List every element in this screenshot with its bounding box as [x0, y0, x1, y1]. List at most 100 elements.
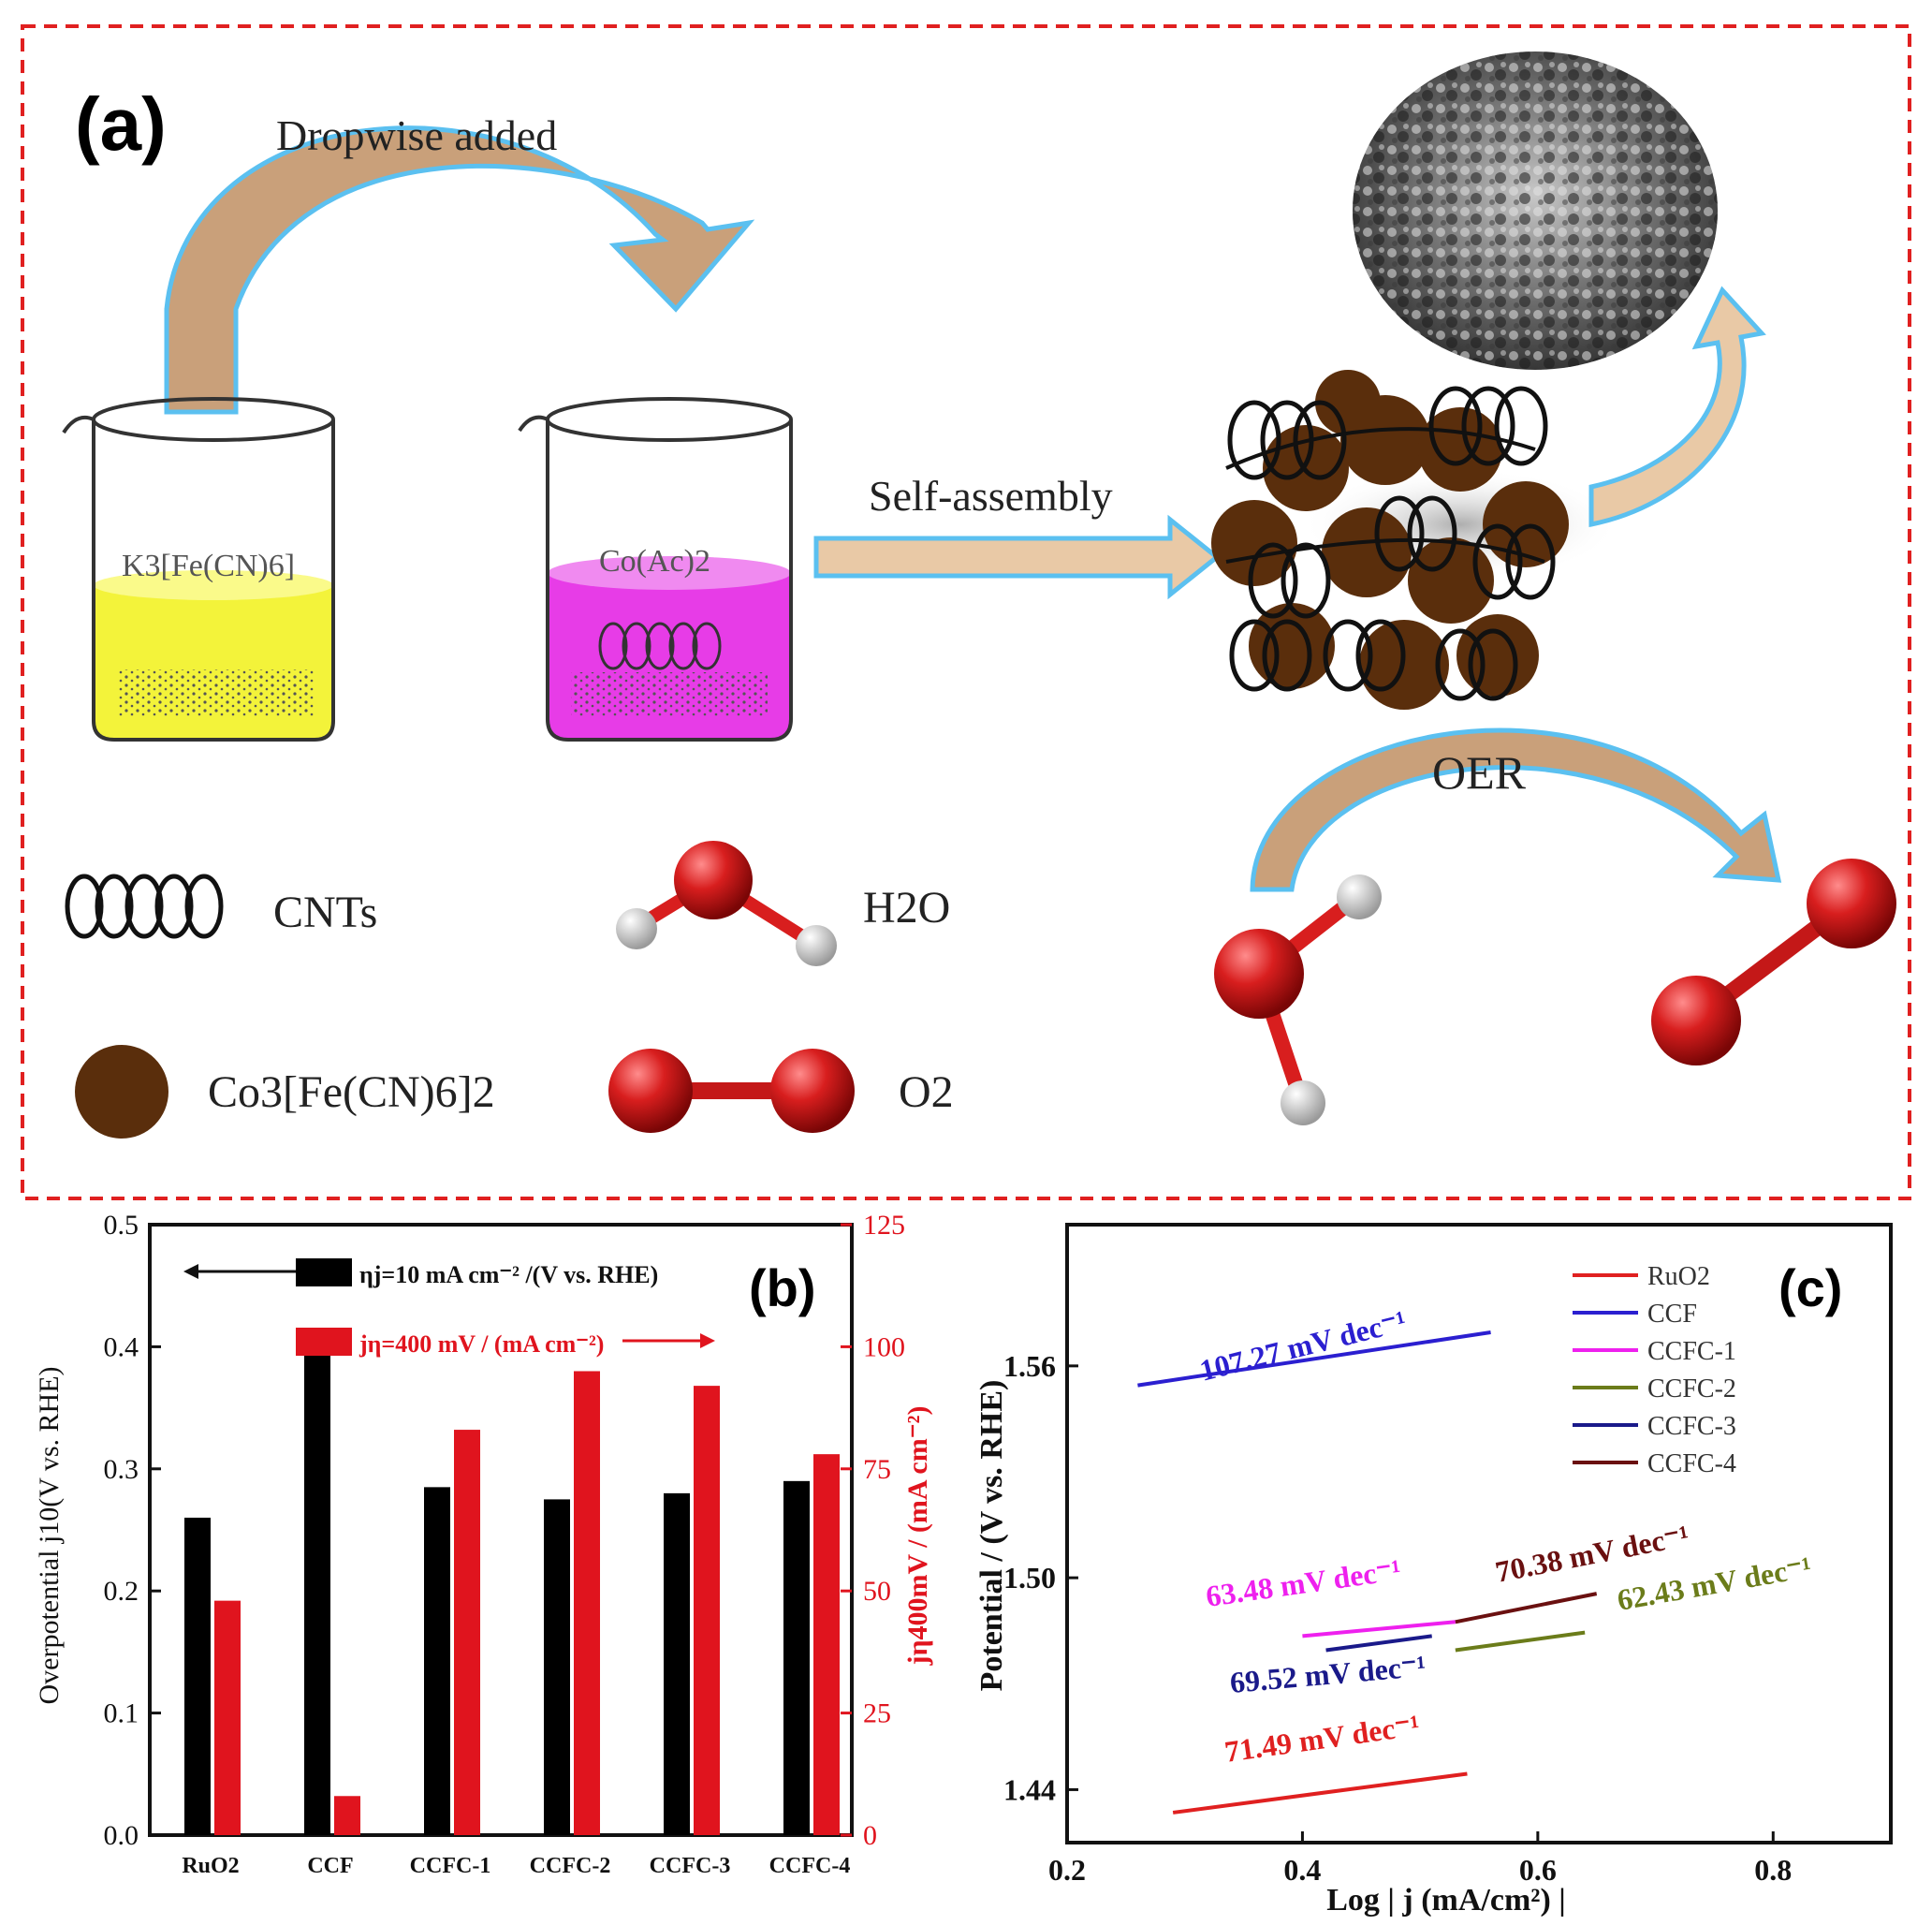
bar-black-0: [184, 1517, 211, 1835]
oer-arrow: [1250, 727, 1782, 892]
c-legend-label-5: CCFC-4: [1647, 1449, 1736, 1478]
x-tick-label-1: CCF: [307, 1854, 353, 1878]
x-tick-label-0: RuO2: [182, 1854, 239, 1878]
panel-b-plot-frame: [148, 1223, 854, 1837]
tafel-line-ruo2: [1172, 1771, 1468, 1815]
legend-co3-icon: [75, 1045, 168, 1139]
right-tick-label-3: 75: [863, 1454, 891, 1485]
x-tick-label-5: CCFC-4: [769, 1854, 851, 1878]
legend-o2-icon: [608, 1049, 855, 1133]
legend-water-icon: [616, 841, 837, 966]
bar-red-4: [694, 1386, 720, 1835]
legend-h2o-label: H2O: [863, 883, 950, 933]
panel-b-ylabel-right: jη400mV / (mA cm⁻²): [902, 1405, 933, 1666]
c-x-tick-label-0: 0.2: [1048, 1853, 1086, 1887]
c-legend-label-2: CCFC-1: [1647, 1337, 1736, 1366]
left-tick-label-3: 0.3: [104, 1454, 139, 1485]
tafel-slope-label-ccfc-1: 63.48 mV dec⁻¹: [1204, 1552, 1403, 1613]
panel-a: (a) Dropwise added K3[Fe(CN)6]: [21, 24, 1911, 1200]
self-assembly-label: Self-assembly: [869, 472, 1113, 520]
bar-black-2: [424, 1487, 450, 1835]
beaker-2-label: Co(Ac)2: [599, 544, 710, 579]
left-tick-label-1: 0.1: [104, 1698, 139, 1729]
panel-c-plot-frame: [1065, 1223, 1893, 1844]
tafel-slope-label-ruo2: 71.49 mV dec⁻¹: [1222, 1708, 1422, 1769]
right-tick-label-0: 0: [863, 1820, 877, 1851]
panel-b-legend: ηj=10 mA cm⁻² /(V vs. RHE) jη=400 mV / (…: [183, 1258, 715, 1358]
bar-black-3: [544, 1499, 570, 1835]
c-legend-label-1: CCF: [1647, 1300, 1697, 1329]
composite-structure: [1211, 370, 1619, 710]
tafel-line-ccfc-2: [1455, 1630, 1586, 1653]
beaker-2: [518, 397, 793, 742]
c-legend-label-4: CCFC-3: [1647, 1412, 1736, 1441]
bar-red-2: [454, 1430, 480, 1835]
oxygen-molecule-oer: [1651, 859, 1896, 1065]
legend-o2-label: O2: [899, 1067, 954, 1117]
bar-red-5: [813, 1454, 840, 1835]
panel-a-label: (a): [75, 82, 167, 166]
c-x-tick-label-3: 0.8: [1754, 1853, 1792, 1887]
panel-c-xlabel: Log | j (mA/cm²) |: [1326, 1883, 1566, 1918]
tafel-slope-label-ccf: 107.27 mV dec⁻¹: [1196, 1303, 1410, 1388]
tafel-slope-label-ccfc-3: 69.52 mV dec⁻¹: [1228, 1649, 1427, 1699]
x-tick-label-2: CCFC-1: [410, 1854, 491, 1878]
panel-b-left-ticks: 0.0 0.1 0.2 0.3 0.4 0.5: [104, 1210, 161, 1851]
right-tick-label-1: 25: [863, 1698, 891, 1729]
panel-c-ylabel: Potential / (V vs. RHE): [974, 1380, 1009, 1692]
left-tick-label-5: 0.5: [104, 1210, 139, 1241]
self-assembly-arrow: [813, 514, 1222, 600]
left-tick-label-2: 0.2: [104, 1576, 139, 1607]
c-legend-label-3: CCFC-2: [1647, 1374, 1736, 1403]
right-tick-label-2: 50: [863, 1576, 891, 1607]
oer-label: OER: [1432, 746, 1527, 799]
panel-b-ylabel: Overpotential j10(V vs. RHE): [34, 1366, 65, 1704]
sem-arrow: [1588, 286, 1766, 528]
panel-c-y-ticks: 1.441.501.56: [1003, 1349, 1078, 1806]
tafel-line-ccfc-3: [1325, 1634, 1432, 1653]
tafel-line-ccfc-4: [1455, 1592, 1598, 1624]
right-tick-label-4: 100: [863, 1331, 905, 1362]
sem-image: [1353, 51, 1718, 370]
c-x-tick-label-2: 0.6: [1519, 1853, 1557, 1887]
right-tick-label-5: 125: [863, 1210, 905, 1241]
panel-b-right-ticks: 0 25 50 75 100 125: [841, 1210, 905, 1851]
bar-red-3: [574, 1371, 600, 1835]
legend-red-label: jη=400 mV / (mA cm⁻²): [359, 1330, 604, 1358]
water-molecule-oer: [1214, 874, 1382, 1125]
x-tick-label-4: CCFC-3: [650, 1854, 731, 1878]
bar-red-0: [214, 1600, 241, 1835]
panel-b: 0.0 0.1 0.2 0.3 0.4 0.5 0 25 50 75 100 125 RuO2 CCF…: [34, 1210, 933, 1878]
left-tick-label-4: 0.4: [104, 1331, 139, 1362]
tafel-line-ccf: [1137, 1330, 1491, 1388]
bar-red-1: [334, 1796, 360, 1835]
legend-co3-label: Co3[Fe(CN)6]2: [208, 1067, 495, 1117]
legend-cnts-label: CNTs: [273, 888, 377, 937]
c-legend-label-0: RuO2: [1647, 1262, 1710, 1291]
c-y-tick-label-1: 1.50: [1003, 1561, 1056, 1594]
beaker-1-label: K3[Fe(CN)6]: [122, 549, 295, 583]
panel-b-x-ticks: RuO2 CCF CCFC-1 CCFC-2 CCFC-3 CCFC-4: [182, 1854, 850, 1878]
dropwise-arrow: [164, 125, 755, 415]
beaker-1: [62, 397, 335, 742]
legend-swatch-black: [296, 1258, 352, 1286]
bar-black-1: [304, 1334, 330, 1835]
bar-black-4: [664, 1492, 690, 1835]
panel-b-label: (b): [749, 1258, 816, 1317]
c-y-tick-label-2: 1.56: [1003, 1349, 1056, 1383]
bar-black-5: [783, 1480, 810, 1835]
legend-swatch-red: [296, 1328, 352, 1356]
x-tick-label-3: CCFC-2: [530, 1854, 611, 1878]
tafel-line-ccfc-1: [1302, 1620, 1456, 1638]
legend-black-label: ηj=10 mA cm⁻² /(V vs. RHE): [359, 1261, 658, 1288]
legend-cnts-icon: [65, 874, 224, 939]
c-x-tick-label-1: 0.4: [1283, 1853, 1321, 1887]
panel-c-x-ticks: 0.2 0.4 0.6 0.8: [1048, 1831, 1792, 1887]
left-tick-label-0: 0.0: [104, 1820, 139, 1851]
dropwise-label: Dropwise added: [276, 111, 557, 159]
panel-c-label: (c): [1778, 1258, 1842, 1317]
panel-b-bars: [184, 1334, 840, 1835]
